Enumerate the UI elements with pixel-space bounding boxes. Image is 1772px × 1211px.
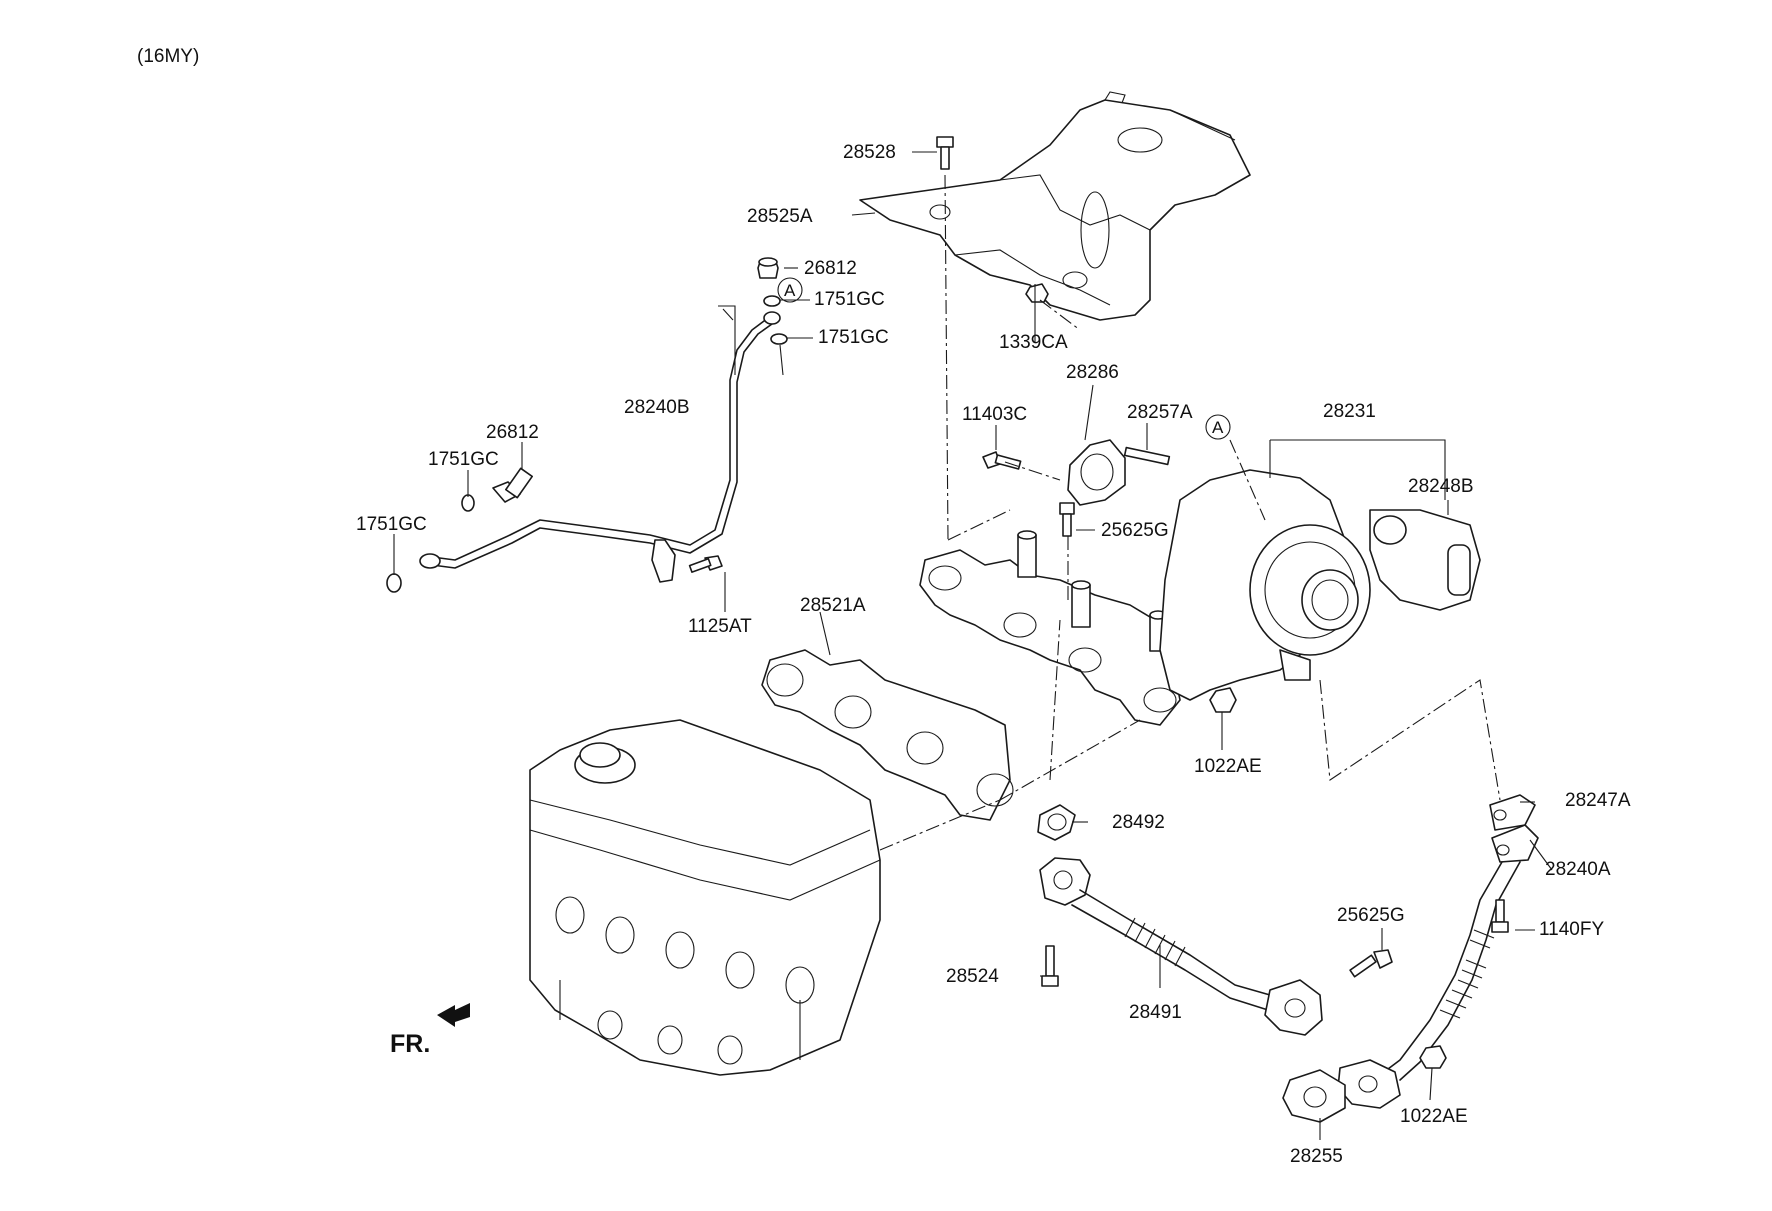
assembly-guide-lines [879, 174, 1501, 851]
oil-bolt-26812-top [757, 257, 779, 279]
label-1022AE-low: 1022AE [1400, 1106, 1468, 1127]
oil-bolt-26812-left [492, 467, 533, 503]
stud-28257A [1123, 446, 1171, 466]
label-1022AE-mid: 1022AE [1194, 756, 1262, 777]
label-28521A: 28521A [800, 595, 866, 616]
bolt-11403C [982, 451, 1022, 470]
label-28240B: 28240B [624, 397, 690, 418]
label-26812-left: 26812 [486, 422, 539, 443]
washer-1751GC-left1 [461, 494, 475, 512]
bolt-25625G-low [1349, 949, 1393, 978]
bolt-1140FY [1491, 899, 1509, 933]
nut-1339CA [1025, 283, 1049, 303]
washer-1751GC-top1 [763, 295, 781, 307]
label-28255: 28255 [1290, 1146, 1343, 1167]
label-1751GC-top1: 1751GC [814, 289, 885, 310]
manifold-gasket-28521A [761, 649, 1014, 821]
label-25625G-low: 25625G [1337, 905, 1405, 926]
engine-cylinder-head [529, 719, 881, 1076]
label-28528: 28528 [843, 142, 896, 163]
leader-lines [393, 151, 1553, 1140]
part-labels: 28528 28525A 26812 1751GC 1751GC 28240B … [356, 142, 1631, 1167]
nut-1022AE-mid [1209, 687, 1237, 713]
reference-A-upper: A [777, 277, 803, 303]
reference-A-turbo: A [1205, 414, 1231, 440]
label-26812-top: 26812 [804, 258, 857, 279]
label-28248B: 28248B [1408, 476, 1474, 497]
label-28257A: 28257A [1127, 402, 1193, 423]
pipe-28491 [1039, 857, 1323, 1036]
front-direction-indicator: FR. [390, 1003, 470, 1058]
label-1751GC-left2: 1751GC [356, 514, 427, 535]
turbocharger-28231 [1159, 469, 1481, 701]
exhaust-manifold [919, 530, 1181, 726]
label-28240A: 28240A [1545, 859, 1611, 880]
label-25625G-mid: 25625G [1101, 520, 1169, 541]
gasket-28255 [1282, 1069, 1346, 1123]
front-label: FR. [390, 1030, 430, 1058]
label-1751GC-top2: 1751GC [818, 327, 889, 348]
model-year-label: (16MY) [137, 46, 199, 67]
label-28524: 28524 [946, 966, 999, 987]
label-1140FY: 1140FY [1539, 919, 1604, 940]
gasket-28492 [1037, 804, 1076, 841]
label-1125AT: 1125AT [688, 616, 752, 637]
oil-feed-pipe-28240B [419, 311, 781, 583]
label-1339CA: 1339CA [999, 332, 1068, 353]
label-28286: 28286 [1066, 362, 1119, 383]
bolt-28528 [936, 136, 954, 170]
label-28231: 28231 [1323, 401, 1376, 422]
label-28247A: 28247A [1565, 790, 1631, 811]
svg-text:A: A [1212, 418, 1224, 437]
bolt-25625G-mid [1059, 502, 1075, 537]
label-28491: 28491 [1129, 1002, 1182, 1023]
washer-1751GC-left2 [386, 573, 402, 593]
gasket-28286 [1067, 439, 1126, 506]
label-1751GC-left1: 1751GC [428, 449, 499, 470]
front-arrow-icon [437, 1003, 470, 1027]
label-11403C: 11403C [962, 404, 1027, 425]
label-28492: 28492 [1112, 812, 1165, 833]
svg-text:A: A [784, 281, 796, 300]
washer-1751GC-top2 [770, 333, 788, 345]
bolt-28524 [1041, 945, 1059, 987]
heat-shield-28525A [859, 91, 1251, 321]
oil-return-pipe-28240A [1337, 794, 1539, 1109]
label-28525A: 28525A [747, 206, 813, 227]
bolt-1125AT [688, 555, 723, 573]
nut-1022AE-low [1419, 1045, 1447, 1069]
